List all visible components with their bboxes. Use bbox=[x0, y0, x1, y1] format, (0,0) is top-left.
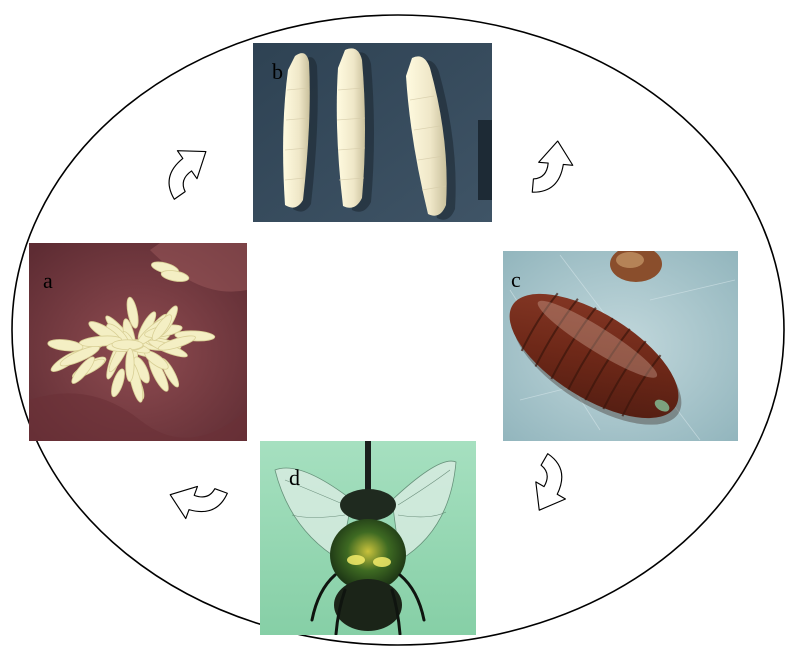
stage-a-eggs-photo bbox=[29, 243, 247, 441]
stage-label-b: b bbox=[272, 59, 283, 84]
stage-b-larvae-photo bbox=[253, 43, 492, 222]
arrow-d-to-a bbox=[164, 475, 227, 529]
arrow-b-to-c bbox=[532, 139, 574, 195]
stage-label-d: d bbox=[289, 465, 300, 490]
stage-c-pupa-photo bbox=[488, 246, 738, 449]
stage-label-a: a bbox=[43, 268, 53, 293]
egg bbox=[126, 348, 135, 381]
stage-label-c: c bbox=[511, 267, 521, 292]
arrow-c-to-d bbox=[521, 454, 581, 519]
arrow-a-to-b bbox=[152, 138, 217, 200]
egg bbox=[112, 340, 143, 350]
